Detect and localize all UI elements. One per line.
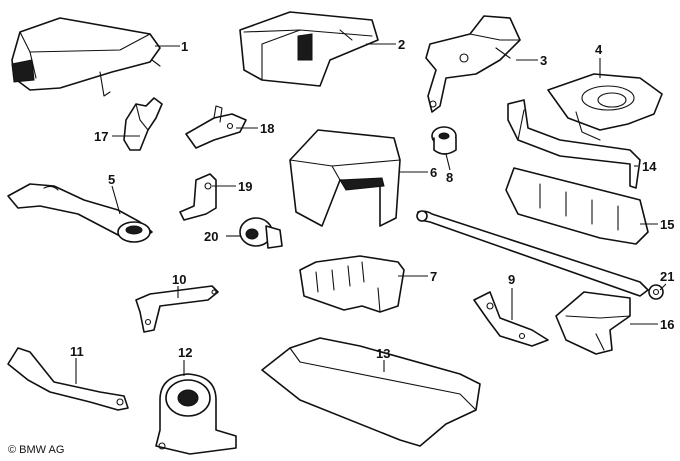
callout-15: 15 bbox=[660, 217, 674, 232]
part-19-bracket bbox=[179, 173, 217, 221]
callout-13: 13 bbox=[376, 346, 390, 361]
part-15-plate bbox=[505, 167, 649, 245]
part-5-strap bbox=[7, 183, 153, 243]
part-3-bracket bbox=[425, 15, 521, 113]
part-7-plate bbox=[299, 255, 405, 313]
callout-1: 1 bbox=[181, 39, 188, 54]
callout-14: 14 bbox=[642, 159, 657, 174]
callout-10: 10 bbox=[172, 272, 186, 287]
copyright-notice: © BMW AG bbox=[8, 444, 65, 456]
callout-17: 17 bbox=[94, 129, 108, 144]
part-10-bracket bbox=[135, 285, 219, 333]
callout-12: 12 bbox=[178, 345, 192, 360]
part-12-ring bbox=[155, 373, 237, 455]
part-18-bracket bbox=[185, 105, 247, 149]
callout-6: 6 bbox=[430, 165, 437, 180]
part-6-cover bbox=[289, 129, 401, 227]
part-16-clip bbox=[555, 291, 631, 355]
callout-4: 4 bbox=[595, 42, 603, 57]
part-9-bracket bbox=[473, 291, 549, 347]
part-20-bushing bbox=[239, 217, 283, 249]
part-17-clip bbox=[123, 97, 163, 151]
callout-19: 19 bbox=[238, 179, 252, 194]
callout-20: 20 bbox=[204, 229, 218, 244]
part-11-bracket bbox=[7, 347, 129, 411]
part-2-box-cover bbox=[239, 11, 379, 87]
callout-7: 7 bbox=[430, 269, 437, 284]
callout-16: 16 bbox=[660, 317, 674, 332]
callout-5: 5 bbox=[108, 172, 115, 187]
callout-11: 11 bbox=[70, 344, 84, 359]
callout-labels: 1 2 3 4 5 6 7 8 9 10 11 12 13 14 15 16 1… bbox=[70, 37, 674, 361]
part-21-cable bbox=[416, 210, 664, 300]
part-8-grommet bbox=[431, 126, 457, 155]
leader-lines bbox=[75, 43, 667, 384]
callout-21: 21 bbox=[660, 269, 674, 284]
callout-8: 8 bbox=[446, 170, 453, 185]
callout-18: 18 bbox=[260, 121, 274, 136]
callout-2: 2 bbox=[398, 37, 405, 52]
part-13-tray bbox=[261, 337, 481, 447]
callout-9: 9 bbox=[508, 272, 515, 287]
callout-3: 3 bbox=[540, 53, 547, 68]
part-4-holder bbox=[547, 73, 663, 141]
part-14-bracket bbox=[507, 99, 641, 189]
part-1-cover bbox=[11, 17, 161, 97]
